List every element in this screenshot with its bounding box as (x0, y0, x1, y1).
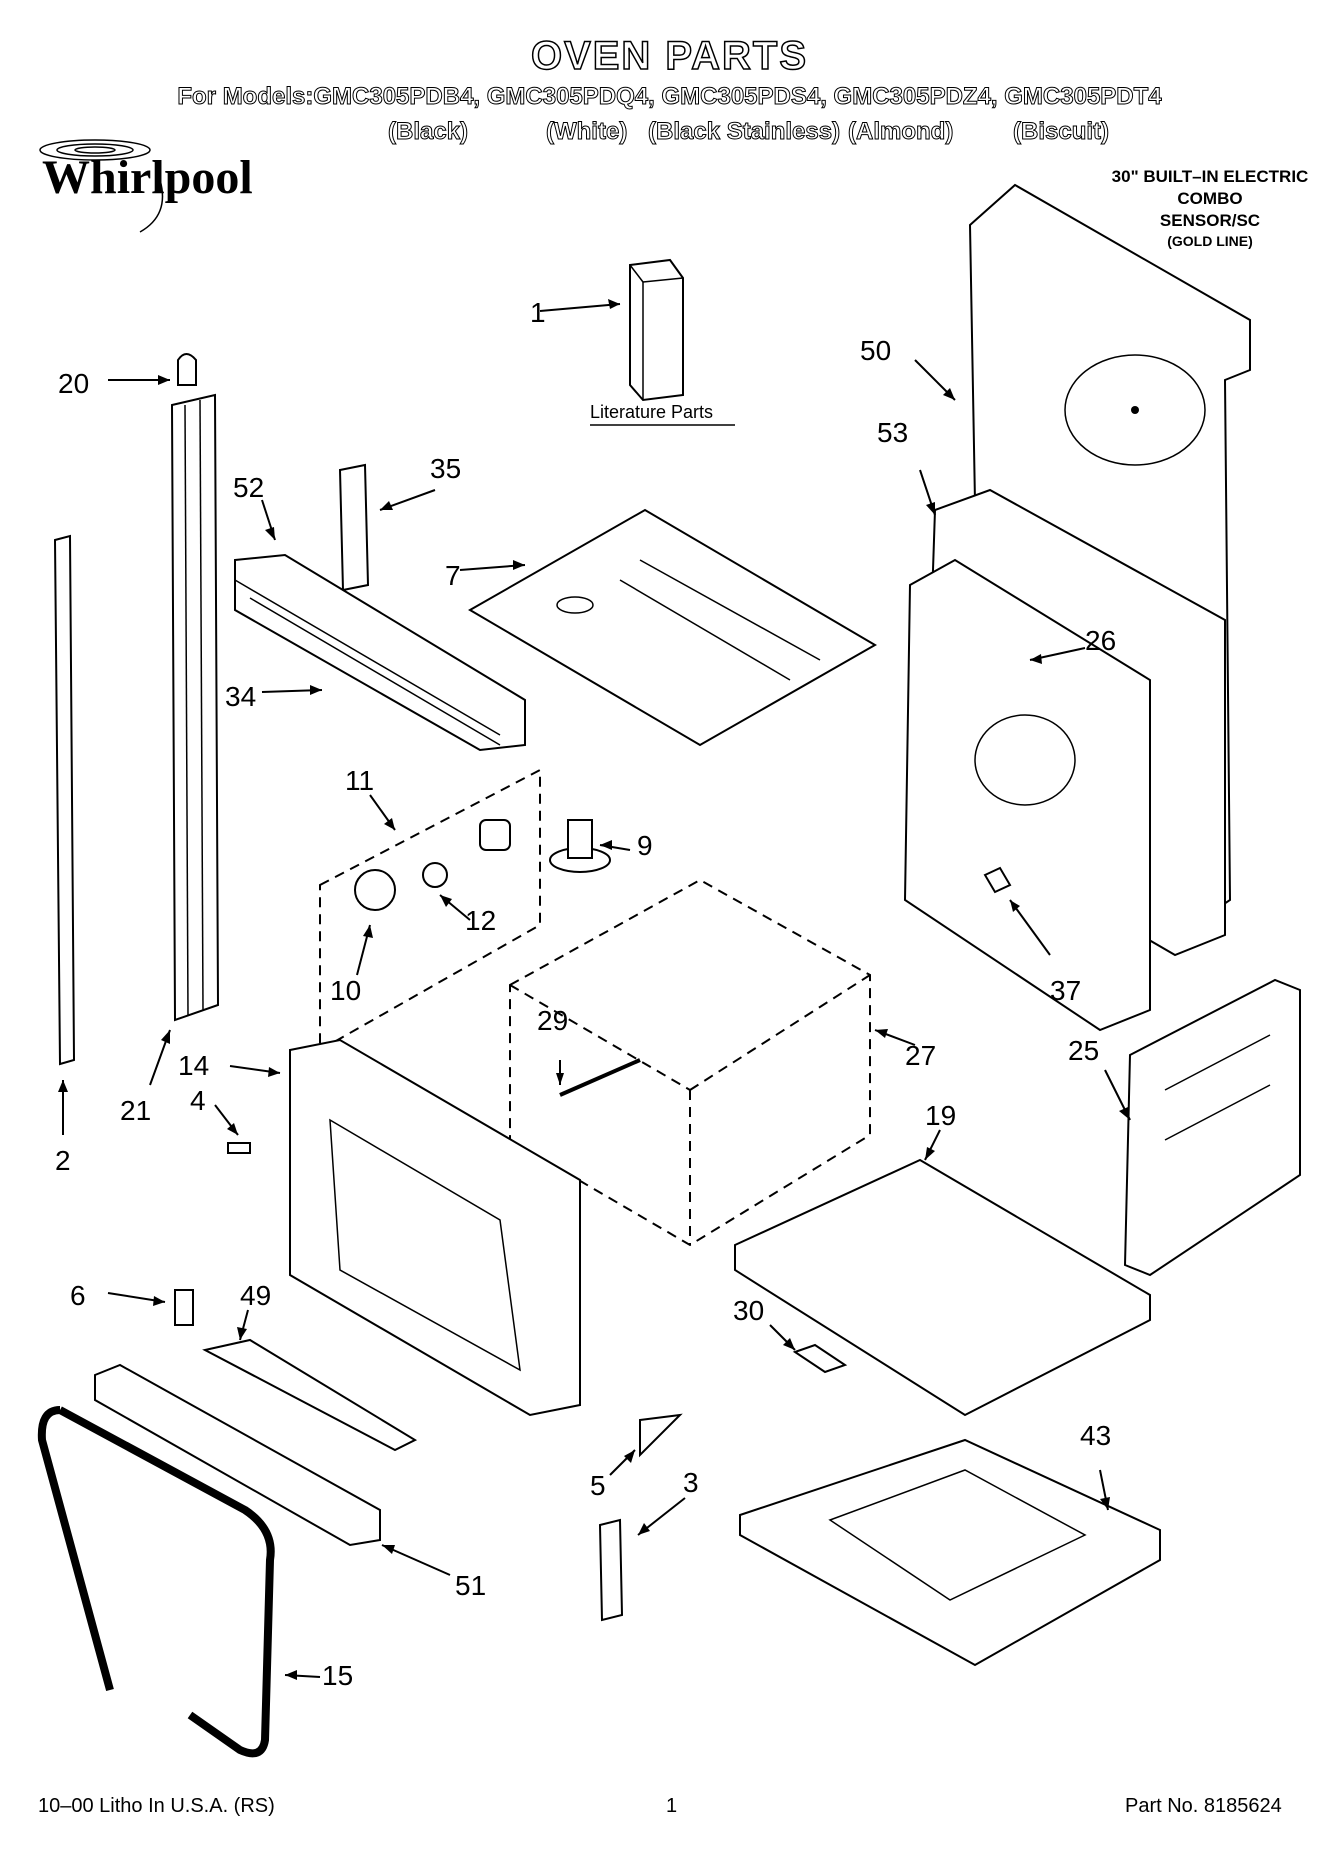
part-bottom-panel (734, 1158, 1151, 1417)
part-fan-motor (549, 819, 611, 873)
footer-part-number: Part No. 8185624 (1125, 1795, 1282, 1817)
label-50: 50 (860, 335, 891, 366)
page-title: OVEN PARTS (530, 33, 809, 79)
part-rear-wrap (903, 488, 1226, 1032)
spec-line-3: SENSOR/SC (1159, 211, 1261, 230)
part-vent-grille (234, 553, 526, 752)
part-light-socket (422, 862, 448, 888)
color-biscuit: (Biscuit) (1013, 118, 1110, 146)
label-27: 27 (905, 1040, 936, 1071)
color-black-stainless: (Black Stainless) (647, 118, 841, 146)
part-screw (227, 1142, 251, 1154)
label-43: 43 (1080, 1420, 1111, 1451)
part-light-group-outline (319, 768, 541, 1052)
part-light-lens (354, 869, 396, 911)
part-small-bracket (792, 1343, 848, 1374)
label-3: 3 (683, 1467, 699, 1498)
label-26: 26 (1085, 625, 1116, 656)
part-top-panel (468, 508, 877, 747)
part-thermal-switch (983, 866, 1012, 894)
label-7: 7 (445, 560, 461, 591)
spec-line-2: COMBO (1177, 189, 1243, 208)
label-6: 6 (70, 1280, 86, 1311)
part-door-gasket (37, 1406, 275, 1758)
label-5: 5 (590, 1470, 606, 1501)
footer-page-number: 1 (666, 1795, 678, 1817)
color-black: (Black) (387, 118, 469, 146)
part-hinge-bracket (598, 1518, 624, 1622)
label-9: 9 (637, 830, 653, 861)
part-front-vent (94, 1363, 381, 1547)
label-11: 11 (345, 765, 374, 796)
label-1: 1 (530, 297, 546, 328)
part-side-trim-short (53, 534, 76, 1066)
part-literature (539, 258, 684, 402)
label-29: 29 (537, 1005, 568, 1036)
model-list: For Models:GMC305PDB4, GMC305PDQ4, GMC30… (177, 83, 1162, 111)
part-side-trim-long (170, 393, 220, 1022)
footer-litho: 10–00 Litho In U.S.A. (RS) (38, 1795, 275, 1817)
color-almond: (Almond) (847, 118, 954, 146)
part-temp-sensor (559, 1058, 641, 1097)
label-53: 53 (877, 417, 908, 448)
label-35: 35 (430, 453, 461, 484)
part-corner-bracket (639, 1413, 683, 1458)
part-vent-bracket (338, 463, 370, 592)
label-49: 49 (240, 1280, 271, 1311)
part-side-panel (1123, 978, 1301, 1277)
label-14: 14 (178, 1050, 209, 1081)
part-trim-cap (177, 353, 197, 386)
part-front-frame (289, 1038, 581, 1417)
label-34: 34 (225, 681, 256, 712)
label-51: 51 (455, 1570, 486, 1601)
label-4: 4 (190, 1085, 206, 1116)
label-52: 52 (233, 472, 264, 503)
label-25: 25 (1068, 1035, 1099, 1066)
literature-parts-label: Literature Parts (590, 402, 713, 422)
label-2: 2 (55, 1145, 71, 1176)
label-19: 19 (925, 1100, 956, 1131)
label-10: 10 (330, 975, 361, 1006)
label-21: 21 (120, 1095, 151, 1126)
label-15: 15 (322, 1660, 353, 1691)
color-white: (White) (545, 118, 628, 146)
part-channel (202, 1338, 418, 1452)
label-12: 12 (465, 905, 496, 936)
spec-line-4: (GOLD LINE) (1167, 233, 1253, 249)
whirlpool-swirl-icon (39, 139, 164, 233)
label-30: 30 (733, 1295, 764, 1326)
part-light-bulb (479, 819, 511, 851)
part-bottom-tray (739, 1438, 1161, 1667)
spec-line-1: 30" BUILT–IN ELECTRIC (1111, 167, 1309, 186)
label-37: 37 (1050, 975, 1081, 1006)
part-clip (174, 1289, 194, 1326)
label-20: 20 (58, 368, 89, 399)
